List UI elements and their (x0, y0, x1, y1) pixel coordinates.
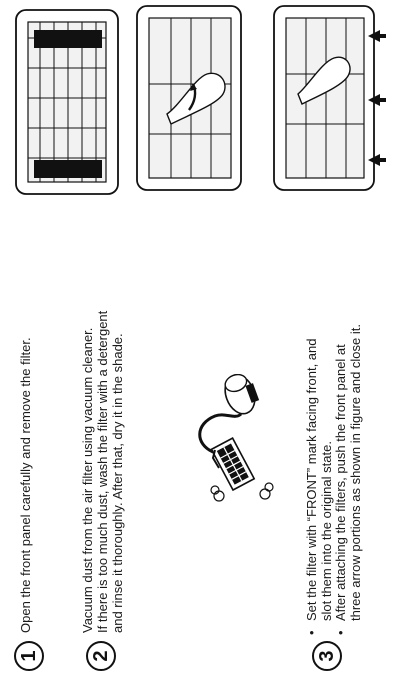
step-2-text: Vacuum dust from the air filter using va… (80, 293, 125, 633)
step-number-3: 3 (312, 641, 342, 671)
step-2-line-3: and rinse it thoroughly. After that, dry… (110, 293, 125, 633)
step-3-bullets: Set the filter with “FRONT” mark facing … (305, 317, 363, 637)
step-number-1: 1 (14, 641, 44, 671)
step-3-bullet-1: Set the filter with “FRONT” mark facing … (305, 317, 334, 637)
indoor-unit-illustration-3 (258, 2, 388, 194)
step-number-2: 2 (86, 641, 116, 671)
step-2-line-2: If there is too much dust, wash the filt… (95, 293, 110, 633)
indoor-unit-illustration-2 (131, 2, 251, 194)
step-2-line-1: Vacuum dust from the air filter using va… (80, 293, 95, 633)
indoor-unit-illustration-1 (6, 6, 126, 198)
step-3-bullet-2: After attaching the filters, push the fr… (334, 317, 363, 637)
vacuum-cleaner-illustration (175, 374, 275, 504)
step-1-text: Open the front panel carefully and remov… (18, 313, 33, 633)
